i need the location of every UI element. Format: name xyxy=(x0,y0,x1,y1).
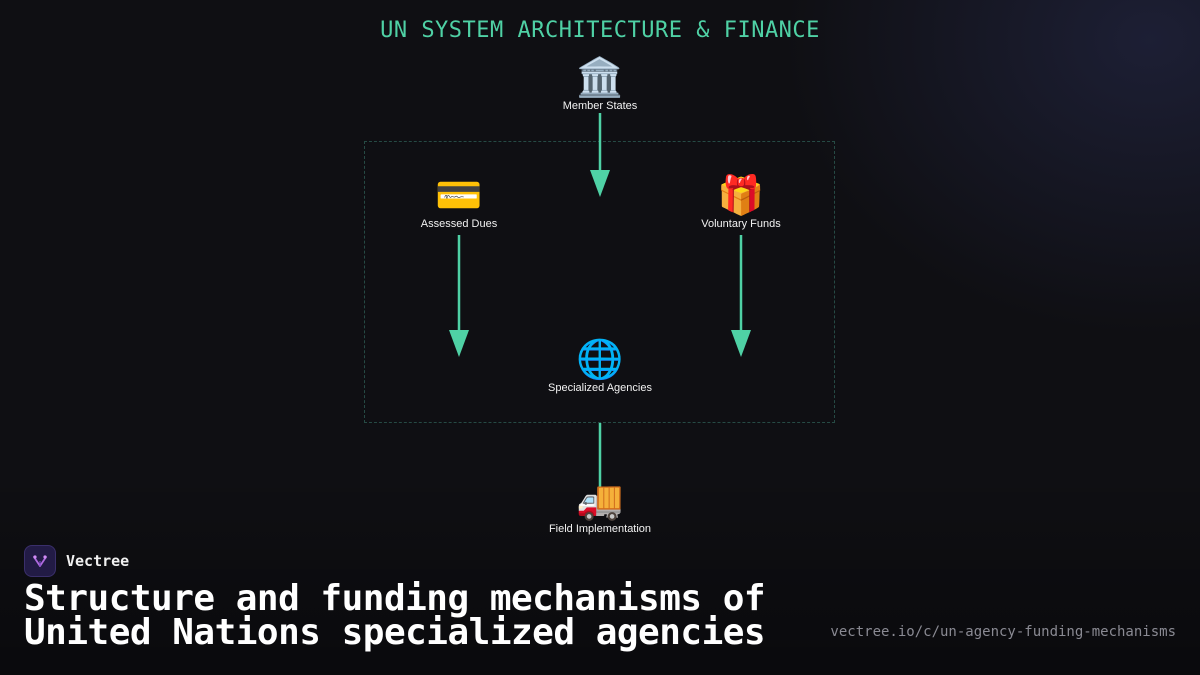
node-field-implementation: 🚚 Field Implementation xyxy=(520,478,680,535)
arrowhead-voluntary-funds xyxy=(731,330,751,357)
node-label-assessed-dues: Assessed Dues xyxy=(420,218,498,230)
node-label-voluntary-funds: Voluntary Funds xyxy=(701,218,781,230)
arrowhead-member-states xyxy=(590,170,610,197)
diagram-title: UN SYSTEM ARCHITECTURE & FINANCE xyxy=(380,18,820,43)
source-url: vectree.io/c/un-agency-funding-mechanism… xyxy=(830,624,1176,640)
node-label-field-implementation: Field Implementation xyxy=(548,523,652,535)
arrowhead-assessed-dues xyxy=(449,330,469,357)
gift-icon: 🎁 xyxy=(717,173,765,217)
node-voluntary-funds: 🎁 Voluntary Funds xyxy=(661,173,821,230)
node-assessed-dues: 💳 Assessed Dues xyxy=(379,173,539,230)
node-label-specialized-agencies: Specialized Agencies xyxy=(548,382,652,394)
delivery-truck-icon: 🚚 xyxy=(576,478,624,522)
node-member-states: 🏛️ Member States xyxy=(520,55,680,112)
node-label-member-states: Member States xyxy=(562,100,638,112)
node-specialized-agencies: 🌐 Specialized Agencies xyxy=(520,337,680,394)
globe-icon: 🌐 xyxy=(576,337,624,381)
caption-line-1: Structure and funding mechanisms of xyxy=(24,578,766,619)
caption: Structure and funding mechanisms of Unit… xyxy=(24,578,824,653)
vectree-logo-icon xyxy=(24,545,56,577)
credit-card-icon: 💳 xyxy=(435,173,483,217)
classical-building-icon: 🏛️ xyxy=(576,55,624,99)
caption-line-2: United Nations specialized agencies xyxy=(24,612,766,653)
brand: Vectree xyxy=(24,544,129,578)
brand-name: Vectree xyxy=(66,552,130,570)
